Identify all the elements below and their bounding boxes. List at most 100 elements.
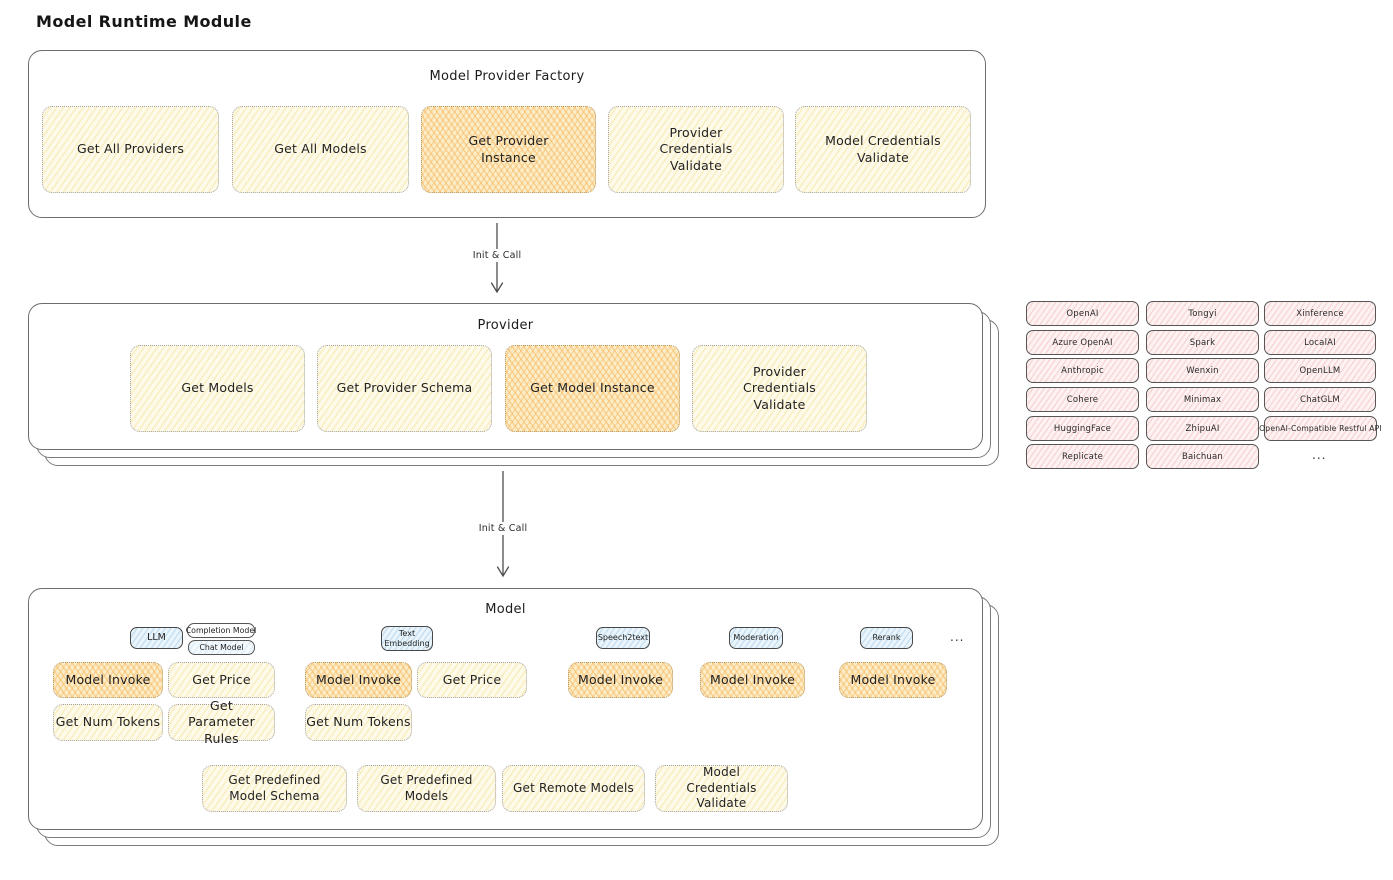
tab-completion-model-label: Completion Model: [185, 626, 257, 635]
provider-chip-label: Baichuan: [1181, 451, 1224, 462]
get-all-models-button[interactable]: Get All Models: [232, 106, 409, 193]
factory-provider-credentials-validate-label: Provider Credentials Validate: [659, 125, 733, 173]
init-call-label-2: Init & Call: [473, 522, 533, 535]
get-all-providers-label: Get All Providers: [76, 141, 185, 157]
provider-chip-chatglm[interactable]: ChatGLM: [1264, 387, 1376, 412]
provider-chip-zhipuai[interactable]: ZhipuAI: [1146, 416, 1259, 441]
factory-model-credentials-validate-label: Model Credentials Validate: [825, 133, 941, 165]
embedding-get-num-tokens-button[interactable]: Get Num Tokens: [305, 704, 412, 741]
embedding-get-price-label: Get Price: [442, 671, 502, 687]
get-provider-instance-button[interactable]: Get Provider Instance: [421, 106, 596, 193]
llm-get-price-label: Get Price: [192, 671, 251, 687]
provider-chip-label: Anthropic: [1061, 365, 1104, 376]
get-provider-schema-label: Get Provider Schema: [336, 380, 473, 396]
provider-chip-huggingface[interactable]: HuggingFace: [1026, 416, 1139, 441]
page-title: Model Runtime Module: [36, 12, 252, 31]
llm-get-price-button[interactable]: Get Price: [168, 662, 275, 698]
get-all-providers-button[interactable]: Get All Providers: [42, 106, 219, 193]
provider-chip-label: Minimax: [1183, 394, 1222, 405]
provider-chip-replicate[interactable]: Replicate: [1026, 444, 1139, 469]
tab-rerank-label: Rerank: [872, 633, 901, 643]
tab-text-embedding-label: Text Embedding: [384, 629, 430, 648]
provider-chip-label: OpenAI-Compatible Restful API: [1259, 424, 1382, 433]
provider-credentials-validate-button[interactable]: Provider Credentials Validate: [692, 345, 867, 432]
get-remote-models-button[interactable]: Get Remote Models: [502, 765, 645, 812]
tab-rerank[interactable]: Rerank: [860, 627, 913, 649]
llm-model-invoke-button[interactable]: Model Invoke: [53, 662, 163, 698]
tab-moderation[interactable]: Moderation: [729, 627, 783, 649]
llm-model-invoke-label: Model Invoke: [65, 671, 151, 687]
tab-completion-model[interactable]: Completion Model: [185, 623, 257, 638]
init-call-label-1: Init & Call: [467, 249, 527, 262]
llm-get-parameter-rules-button[interactable]: Get Parameter Rules: [168, 698, 275, 746]
tab-chat-model-label: Chat Model: [199, 643, 244, 652]
provider-chip-openllm[interactable]: OpenLLM: [1264, 358, 1376, 383]
provider-chip-label: Spark: [1189, 337, 1216, 348]
provider-chip-azure-openai[interactable]: Azure OpenAI: [1026, 330, 1139, 355]
tab-text-embedding[interactable]: Text Embedding: [381, 626, 433, 651]
factory-model-credentials-validate-button[interactable]: Model Credentials Validate: [795, 106, 971, 193]
get-provider-schema-button[interactable]: Get Provider Schema: [317, 345, 492, 432]
model-tabs-more-ellipsis: ...: [950, 630, 965, 644]
provider-chip-tongyi[interactable]: Tongyi: [1146, 301, 1259, 326]
provider-chip-cohere[interactable]: Cohere: [1026, 387, 1139, 412]
provider-chip-label: Wenxin: [1186, 365, 1219, 376]
get-predefined-model-schema-button[interactable]: Get Predefined Model Schema: [202, 765, 347, 812]
get-predefined-model-schema-label: Get Predefined Model Schema: [228, 772, 321, 803]
embedding-get-price-button[interactable]: Get Price: [417, 662, 527, 698]
moderation-model-invoke-button[interactable]: Model Invoke: [700, 662, 805, 698]
embedding-model-invoke-button[interactable]: Model Invoke: [305, 662, 412, 698]
provider-chip-xinference[interactable]: Xinference: [1264, 301, 1376, 326]
model-credentials-validate-button[interactable]: Model Credentials Validate: [655, 765, 788, 812]
get-all-models-label: Get All Models: [274, 141, 367, 157]
provider-chip-anthropic[interactable]: Anthropic: [1026, 358, 1139, 383]
provider-chip-openai[interactable]: OpenAI: [1026, 301, 1139, 326]
tab-moderation-label: Moderation: [733, 633, 779, 643]
provider-chip-label: OpenLLM: [1299, 365, 1341, 376]
llm-get-num-tokens-label: Get Num Tokens: [55, 714, 161, 730]
provider-credentials-validate-label: Provider Credentials Validate: [742, 364, 817, 412]
rerank-model-invoke-label: Model Invoke: [850, 671, 936, 687]
embedding-model-invoke-label: Model Invoke: [315, 671, 402, 687]
provider-chip-spark[interactable]: Spark: [1146, 330, 1259, 355]
provider-chip-label: OpenAI: [1066, 308, 1099, 319]
providers-more-ellipsis: ...: [1312, 448, 1327, 462]
model-credentials-validate-label: Model Credentials Validate: [686, 765, 757, 811]
moderation-model-invoke-label: Model Invoke: [709, 671, 796, 687]
provider-chip-label: ChatGLM: [1300, 394, 1340, 405]
get-model-instance-button[interactable]: Get Model Instance: [505, 345, 680, 432]
provider-chip-label: Xinference: [1296, 308, 1344, 319]
provider-chip-localai[interactable]: LocalAI: [1264, 330, 1376, 355]
provider-chip-wenxin[interactable]: Wenxin: [1146, 358, 1259, 383]
get-provider-instance-label: Get Provider Instance: [468, 133, 549, 165]
factory-provider-credentials-validate-button[interactable]: Provider Credentials Validate: [608, 106, 784, 193]
get-predefined-models-label: Get Predefined Models: [380, 772, 473, 803]
provider-chip-label: ZhipuAI: [1185, 423, 1220, 434]
get-model-instance-label: Get Model Instance: [530, 380, 655, 396]
provider-chip-label: Tongyi: [1188, 308, 1217, 319]
provider-title: Provider: [477, 318, 534, 333]
get-models-label: Get Models: [181, 380, 254, 396]
tab-speech2text-label: Speech2text: [597, 633, 649, 643]
provider-chip-label: HuggingFace: [1053, 423, 1112, 434]
tab-chat-model[interactable]: Chat Model: [188, 640, 255, 655]
get-predefined-models-button[interactable]: Get Predefined Models: [357, 765, 496, 812]
provider-chip-minimax[interactable]: Minimax: [1146, 387, 1259, 412]
tab-llm[interactable]: LLM: [130, 627, 183, 649]
provider-chip-baichuan[interactable]: Baichuan: [1146, 444, 1259, 469]
get-remote-models-label: Get Remote Models: [513, 780, 634, 795]
provider-chip-label: LocalAI: [1304, 337, 1336, 348]
llm-get-num-tokens-button[interactable]: Get Num Tokens: [53, 704, 163, 741]
rerank-model-invoke-button[interactable]: Model Invoke: [839, 662, 947, 698]
get-models-button[interactable]: Get Models: [130, 345, 305, 432]
provider-chip-label: Replicate: [1061, 451, 1104, 462]
tab-llm-label: LLM: [147, 631, 166, 643]
llm-get-parameter-rules-label: Get Parameter Rules: [188, 698, 255, 746]
speech2text-model-invoke-button[interactable]: Model Invoke: [568, 662, 673, 698]
provider-chip-label: Cohere: [1066, 394, 1099, 405]
model-provider-factory-title: Model Provider Factory: [429, 69, 585, 84]
tab-speech2text[interactable]: Speech2text: [596, 627, 650, 649]
provider-chip-openai-compatible[interactable]: OpenAI-Compatible Restful API: [1259, 416, 1382, 441]
model-title: Model: [485, 602, 526, 617]
